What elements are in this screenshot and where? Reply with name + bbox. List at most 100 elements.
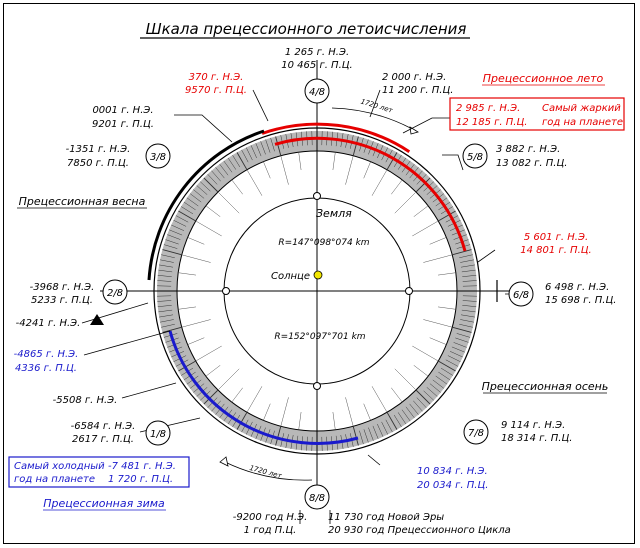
hottest-year-ne: 2 985 г. Н.Э. bbox=[456, 103, 520, 114]
marker-7-8: 7/8 bbox=[463, 419, 489, 445]
season-winter: Прецессионная зима bbox=[43, 497, 165, 510]
scale-tick bbox=[453, 342, 467, 348]
inner-spoke bbox=[263, 403, 271, 421]
scale-tick bbox=[460, 319, 474, 323]
label-11200-pc: 11 200 г. П.Ц. bbox=[382, 85, 453, 96]
scale-tick bbox=[223, 160, 233, 173]
scale-tick bbox=[437, 360, 456, 372]
label-5233-pc: 5233 г. П.Ц. bbox=[31, 295, 93, 306]
scale-tick bbox=[437, 210, 456, 222]
scale-tick bbox=[352, 136, 359, 156]
inner-spoke bbox=[205, 205, 221, 217]
marker-1-8: 1/8 bbox=[145, 420, 171, 446]
scale-tick bbox=[165, 239, 179, 245]
scale-tick bbox=[227, 157, 237, 170]
marker-8-8-label: 8/8 bbox=[309, 493, 325, 504]
diagram-title: Шкала прецессионного летоисчисления bbox=[146, 20, 467, 38]
label-4336-pc: 4336 г. П.Ц. bbox=[15, 363, 77, 374]
scale-tick bbox=[162, 326, 182, 333]
marker-4-8-label: 4/8 bbox=[309, 87, 325, 98]
scale-tick bbox=[193, 189, 205, 199]
scale-tick bbox=[157, 300, 172, 302]
label-14801-pc: 14 801 г. П.Ц. bbox=[520, 245, 591, 256]
coldest-year-box: Самый холодный год на планете -7 481 г. … bbox=[8, 456, 190, 488]
scale-tick bbox=[435, 375, 448, 385]
inner-spoke bbox=[178, 306, 197, 310]
label-5601-ne: 5 601 г. Н.Э. bbox=[524, 232, 588, 243]
scale-tick bbox=[452, 249, 472, 256]
arc-1720-bottom-label: 1720 лет bbox=[249, 464, 284, 480]
scale-tick bbox=[462, 305, 477, 307]
label-11730-new-era: 11 730 год Новой Эры bbox=[328, 512, 444, 523]
label-10465-pc: 10 465 г. П.Ц. bbox=[281, 60, 352, 71]
scale-tick bbox=[241, 149, 249, 163]
scale-tick bbox=[270, 137, 275, 152]
scale-tick bbox=[162, 249, 182, 256]
coldest-year-caption-2: год на планете bbox=[14, 474, 95, 485]
label-10834-ne: 10 834 г. Н.Э. bbox=[417, 466, 488, 477]
scale-tick bbox=[180, 206, 194, 215]
label-2617-pc: 2617 г. П.Ц. bbox=[72, 434, 134, 445]
scale-tick bbox=[178, 360, 197, 372]
marker-3-8-label: 3/8 bbox=[150, 152, 166, 163]
marker-3-8: 3/8 bbox=[145, 143, 171, 169]
scale-tick bbox=[352, 426, 359, 446]
label-18314-pc: 18 314 г. П.Ц. bbox=[501, 433, 572, 444]
label-3882-ne: 3 882 г. Н.Э. bbox=[496, 144, 560, 155]
inner-spoke bbox=[178, 272, 197, 276]
inner-spoke bbox=[363, 403, 371, 421]
scale-tick bbox=[163, 244, 178, 249]
scale-tick bbox=[460, 259, 474, 263]
label-9570-pc: 9570 г. П.Ц. bbox=[185, 85, 247, 96]
eighth-markers: 4/8 3/8 5/8 2/8 6/8 1/8 7/8 8/8 bbox=[102, 78, 534, 510]
scale-tick bbox=[460, 314, 475, 318]
arc-1720-bottom bbox=[224, 461, 313, 481]
scale-tick bbox=[232, 154, 241, 168]
scale-tick bbox=[377, 423, 384, 437]
scale-tick bbox=[451, 346, 465, 353]
inner-spoke bbox=[423, 254, 453, 263]
scale-tick bbox=[447, 355, 461, 363]
marker-7-8-label: 7/8 bbox=[468, 428, 484, 439]
inner-spoke bbox=[332, 152, 336, 171]
inner-spoke bbox=[205, 365, 221, 377]
scale-tick bbox=[385, 419, 393, 433]
inner-spoke bbox=[181, 254, 211, 263]
scale-tick bbox=[416, 397, 427, 408]
inner-spoke bbox=[412, 345, 439, 362]
year-labels: 1 265 г. Н.Э. 10 465 г. П.Ц. 370 г. Н.Э.… bbox=[14, 47, 617, 536]
inner-spoke bbox=[217, 368, 240, 391]
scale-tick bbox=[401, 409, 411, 422]
scale-tick bbox=[167, 234, 181, 240]
inner-spoke bbox=[371, 386, 388, 413]
marker-6-8-label: 6/8 bbox=[513, 290, 529, 301]
label-13082-pc: 13 082 г. П.Ц. bbox=[496, 158, 567, 169]
triangle-marker-icon bbox=[90, 314, 104, 325]
scale-tick bbox=[386, 411, 398, 430]
arc-1720-bottom-arrow bbox=[219, 456, 229, 467]
scale-tick bbox=[236, 152, 248, 171]
inner-spoke bbox=[231, 387, 243, 403]
scale-tick bbox=[275, 426, 282, 446]
inner-spoke bbox=[298, 411, 302, 430]
scale-tick bbox=[368, 427, 374, 441]
scale-tick bbox=[429, 383, 441, 393]
scale-tick bbox=[460, 264, 475, 268]
marker-8-8: 8/8 bbox=[304, 484, 330, 510]
inner-spoke bbox=[437, 306, 456, 310]
arc-1720-top bbox=[331, 107, 417, 132]
label-370-ne: 370 г. Н.Э. bbox=[189, 72, 244, 83]
inner-spoke bbox=[345, 397, 354, 427]
scale-tick bbox=[157, 280, 172, 282]
hottest-year-caption-2: год на планете bbox=[542, 117, 623, 128]
scale-tick bbox=[260, 141, 266, 155]
inner-spoke bbox=[429, 337, 447, 345]
inner-spoke bbox=[280, 397, 289, 427]
blue-arc-winter bbox=[168, 330, 359, 445]
label-6498-ne: 6 498 г. Н.Э. bbox=[545, 282, 609, 293]
scale-tick bbox=[415, 177, 431, 193]
scale-tick bbox=[160, 319, 174, 323]
scale-tick bbox=[255, 143, 262, 157]
scale-tick bbox=[462, 300, 477, 302]
inner-spoke bbox=[187, 337, 205, 345]
